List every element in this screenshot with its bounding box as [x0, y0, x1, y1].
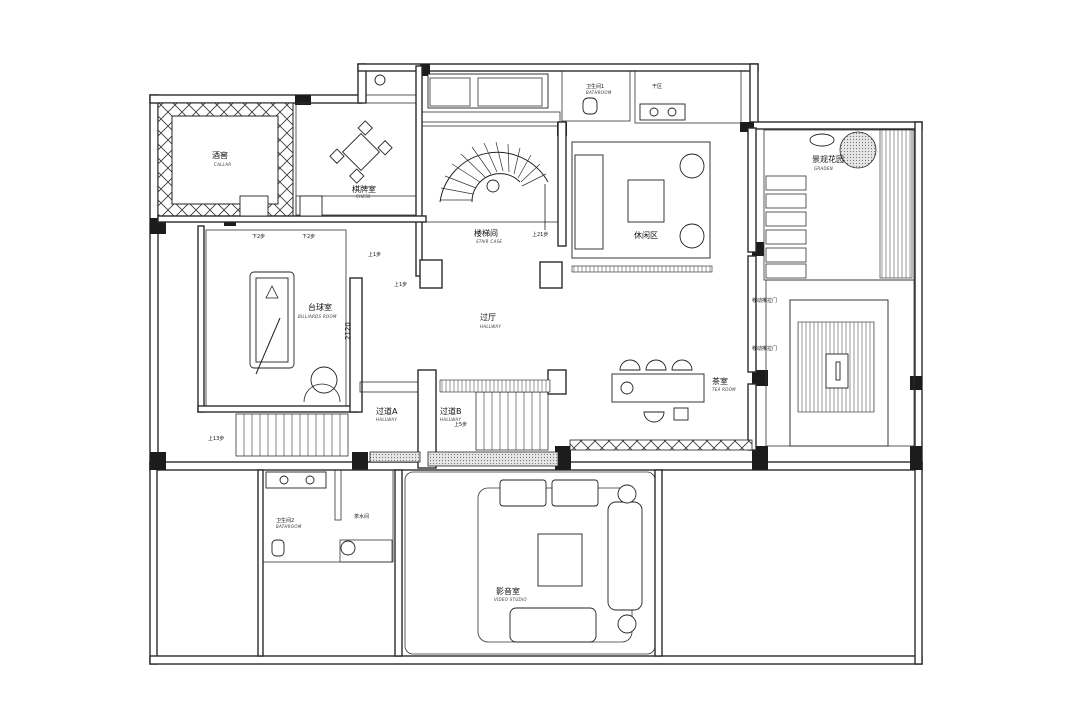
note-door-2: 移动推拉门	[752, 345, 777, 352]
top-service-rooms	[365, 70, 742, 124]
label-staircase: 楼梯间	[474, 228, 498, 238]
label-garden: 景观花园	[812, 154, 844, 164]
chess-table	[329, 120, 393, 184]
label-hallway-a-en: HALLWAY	[376, 417, 397, 422]
label-bath2-en: BATHROOM	[276, 524, 302, 529]
label-hallway-b: 过道B	[440, 406, 462, 416]
video-studio	[404, 471, 656, 655]
label-tea-en: TEA ROOM	[712, 387, 736, 392]
spiral-staircase	[421, 125, 559, 230]
billiard-room	[205, 229, 347, 407]
bathroom-2	[262, 469, 394, 563]
dimension-label: 2120	[344, 322, 352, 340]
label-bath1: 卫生间1	[586, 83, 604, 90]
note-up1-a: 上1步	[368, 251, 381, 258]
note-door-1: 移动推拉门	[752, 297, 777, 304]
label-lounge: 休闲区	[634, 230, 658, 240]
lounge-area	[557, 121, 713, 273]
label-bath2: 卫生间2	[276, 517, 294, 524]
note-up5: 上5步	[454, 421, 467, 428]
label-video-en: VIDEO STUDIO	[494, 597, 527, 602]
label-tea: 茶室	[712, 376, 728, 386]
label-wine-cellar-en: CALLAR	[214, 162, 231, 167]
note-up21: 上21步	[532, 231, 548, 238]
tea-room	[611, 359, 705, 423]
room-labels: 酒窖 CALLAR 棋牌室 CHESS 楼梯间 STAIR CASE 休闲区 景…	[212, 83, 844, 602]
stairs-hallway-b	[439, 379, 551, 451]
chess-room	[295, 102, 419, 217]
stairs-lower-left	[235, 413, 349, 457]
label-bath1-en: BATHROOM	[586, 90, 612, 95]
note-down2-b: 下2步	[302, 234, 315, 240]
label-video: 影音室	[496, 586, 520, 596]
label-hall-en: HALLWAY	[480, 324, 501, 329]
label-billiard: 台球室	[308, 302, 332, 312]
note-up13: 上13步	[208, 435, 224, 442]
label-hallway-a: 过道A	[376, 406, 398, 416]
label-chess-en: CHESS	[356, 194, 371, 199]
landscape-garden	[763, 129, 915, 447]
note-down2-a: 下2步	[252, 234, 265, 240]
label-hallway-b-en: HALLWAY	[440, 417, 461, 422]
step-notes: 下2步 下2步 上1步 上1步 上21步 上13步 上5步 移动推拉门 移动推拉…	[208, 231, 777, 442]
label-staircase-en: STAIR CASE	[476, 239, 502, 244]
note-up1-b: 上1步	[394, 281, 407, 288]
label-garden-en: GRADEN	[814, 166, 833, 171]
label-billiard-en: BILLIARDS ROOM	[298, 314, 337, 319]
label-tea-water: 茶水间	[354, 513, 369, 520]
wine-cellar	[157, 102, 294, 219]
label-dry-area: 干区	[652, 84, 662, 90]
label-chess: 棋牌室	[352, 184, 376, 194]
label-wine-cellar: 酒窖	[212, 150, 228, 160]
label-hall: 过厅	[480, 312, 496, 322]
